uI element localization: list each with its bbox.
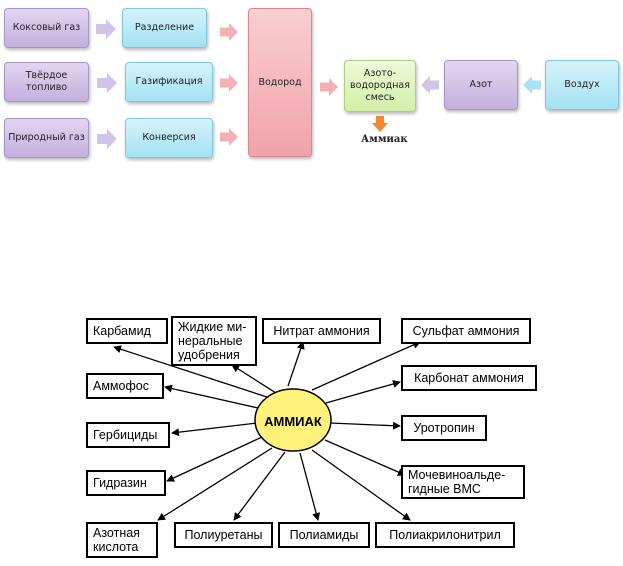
arrow-air-to-nitrogen — [523, 76, 541, 94]
connector-karbamid — [113, 345, 271, 399]
mixture-box: Азото-водородная смесь — [344, 60, 416, 112]
arrow-nitrogen-to-mixture — [421, 76, 439, 94]
node-urotropin: Уротропин — [401, 415, 487, 441]
hub-center-label: АММИАК — [264, 414, 322, 429]
source-natural-gas: Природный газ — [4, 118, 89, 158]
source-solid-fuel: Твёрдое топливо — [4, 62, 89, 102]
connector-mochevina — [324, 439, 406, 476]
process-conversion: Конверсия — [125, 118, 213, 158]
node-gerbicidy: Гербициды — [86, 422, 170, 448]
hub-center-ellipse — [254, 388, 332, 452]
node-poliamidy: Полиамиды — [278, 522, 370, 548]
connector-poliamidy — [299, 452, 321, 521]
process-separation: Разделение — [122, 8, 207, 48]
node-gidrazin: Гидразин — [86, 470, 166, 496]
arrow-separation-to-hydrogen — [220, 23, 238, 41]
arrow-gasification-to-hydrogen — [220, 74, 238, 92]
hydrogen-box: Водород — [248, 8, 312, 157]
arrow-solid-to-gasification — [97, 73, 117, 93]
node-karbonat: Карбонат аммония — [401, 365, 537, 391]
arrow-hydrogen-to-mixture — [320, 78, 338, 96]
node-sulfat: Сульфат аммония — [401, 318, 531, 344]
connector-poliakril — [311, 449, 411, 521]
node-poliakril: Полиакрилонитрил — [375, 522, 515, 548]
arrow-mixture-to-ammonia — [372, 116, 388, 132]
node-zhidkie: Жидкие ми- неральные удобрения — [171, 316, 257, 366]
connector-gidrazin — [166, 436, 263, 482]
connector-nitrat — [287, 341, 305, 387]
connector-sulfat — [311, 341, 421, 391]
node-poliuretany: Полиуретаны — [174, 522, 273, 548]
process-gasification: Газификация — [125, 62, 213, 102]
connector-karbonat — [325, 380, 401, 404]
air-box: Воздух — [545, 60, 619, 110]
arrow-natural-to-conversion — [97, 129, 117, 149]
arrow-coke-to-separation — [96, 19, 116, 39]
node-mochevina: Мочевиноальде- гидные ВМС — [401, 465, 525, 499]
connector-zhidkie — [231, 364, 277, 394]
connector-azotnaya — [157, 447, 273, 521]
arrow-conversion-to-hydrogen — [220, 128, 238, 146]
node-karbamid: Карбамид — [86, 318, 168, 344]
nitrogen-box: Азот — [444, 60, 518, 110]
connector-poliuretany — [233, 451, 286, 521]
node-nitrat: Нитрат аммония — [262, 318, 381, 344]
connector-gerbicidy — [171, 422, 258, 437]
connector-ammofos — [164, 384, 259, 409]
node-azotnaya: Азотная кислота — [86, 522, 158, 558]
connector-urotropin — [329, 421, 401, 430]
product-ammonia-label: Аммиак — [361, 134, 408, 145]
source-coke-gas: Коксовый газ — [4, 8, 89, 48]
node-ammofos: Аммофос — [86, 373, 164, 399]
